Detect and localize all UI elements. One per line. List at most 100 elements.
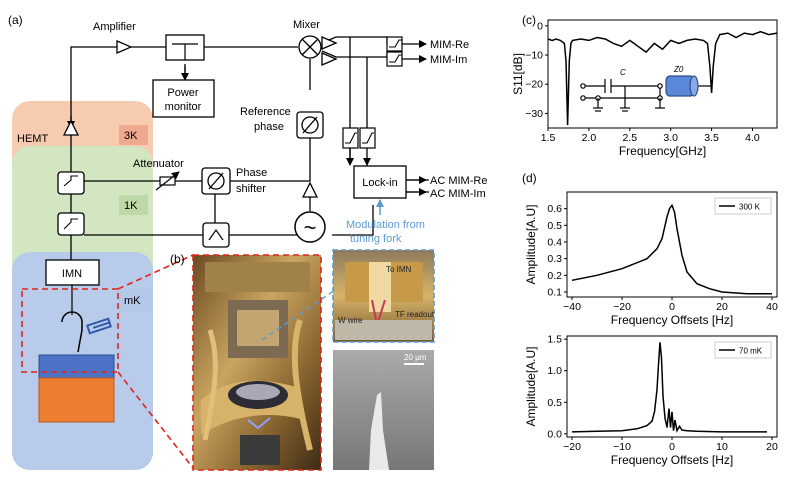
x-tick-label: 20 [766,441,778,453]
scale-bar-label: 20 μm [404,353,427,362]
power-monitor-label-2: monitor [165,101,202,113]
lockin-box [353,165,407,199]
legend-label: 70 mK [739,347,763,356]
mk-label: mK [124,295,141,307]
x-tick-label: 0 [669,301,675,313]
x-axis-label: Frequency[GHz] [619,144,706,158]
panel-b-label: (b) [170,252,185,266]
sample-layer-blue [38,354,115,379]
hemt-label: HEMT [17,133,48,145]
isolator-box [202,222,230,248]
x-tick-label: 1.5 [541,132,556,144]
coupler-3k [57,171,85,195]
imn-label: IMN [62,268,82,280]
inset-c-label: C [620,68,626,77]
series-line [571,342,767,433]
x-tick-label: −20 [613,301,631,313]
y-tick-label: 0.5 [547,220,562,232]
reference-phase-label-2: phase [254,121,284,133]
panel-d-label: (d) [522,171,537,185]
tip-wire [61,311,83,353]
hemt-amplifier-icon [62,119,80,136]
panel-a-label: (a) [8,13,23,27]
ac-mim-im-label: AC MIM-Im [430,188,486,200]
x-tick-label: −40 [563,301,581,313]
y-tick-label: 0.0 [547,428,562,440]
y-axis-label: Amplitude[A.U] [524,346,538,426]
mim-re-label: MIM-Re [430,39,469,51]
mim-im-label: MIM-Im [430,54,467,66]
w-wire-label: W wire [338,316,363,325]
legend-box [714,341,772,359]
sample-layer-orange [38,377,115,423]
mixer-output-im [386,51,427,67]
mixer-output-re [386,36,427,52]
tuning-fork-icon [86,317,112,335]
phase-shifter-label-2: shifter [236,183,266,195]
legend-box [714,197,772,215]
inset-z0-label: Z0 [673,65,684,74]
x-tick-label: 20 [716,301,728,313]
tf-readout-label: TF readout [395,310,435,319]
filter-im [359,127,376,149]
mixer-amp-bottom-icon [321,52,338,66]
y-tick-label: 0.4 [547,237,562,249]
x-tick-label: 2.0 [582,132,597,144]
power-monitor-label-1: Power [167,87,199,99]
x-axis-label: Frequency Offsets [Hz] [611,313,734,327]
y-tick-label: −30 [525,108,543,120]
x-tick-label: 40 [766,301,778,313]
y-tick-label: 0.5 [547,397,562,409]
to-imn-label: To IMN [386,265,412,274]
y-tick-label: 1.5 [547,334,562,346]
x-axis-label: Frequency Offsets [Hz] [611,453,734,467]
filter-re [342,127,359,149]
k3-box [119,125,148,145]
power-monitor-box [152,79,215,118]
photo-frame-blue [332,249,435,343]
y-tick-label: 0 [537,20,543,32]
source-amplifier-icon [301,181,319,198]
k1-box [119,195,148,215]
cryostat-photo [193,255,321,470]
photo-frame-red [192,254,322,471]
k1-label: 1K [124,200,138,212]
y-axis-label: Amplitude[A.U] [524,204,538,284]
amplifier-label: Amplifier [93,21,136,33]
mixer-amp-top-icon [321,36,338,50]
attenuator-label: Attenuator [133,158,184,170]
legend-label: 300 K [739,203,761,212]
series-line [547,30,778,126]
coupler-1k [57,212,85,236]
ac-mim-re-label: AC MIM-Re [430,175,487,187]
y-tick-label: 0.2 [547,270,562,282]
source-symbol: ~ [304,215,317,240]
x-tick-label: 2.5 [622,132,637,144]
plot-area [547,19,778,129]
x-tick-label: 4.0 [745,132,760,144]
x-tick-label: −20 [563,441,581,453]
lockin-label: Lock-in [362,177,397,189]
y-axis-label: S11[dB] [511,53,525,95]
modulation-label-2: tuning fork [350,233,402,245]
y-tick-label: −10 [525,50,543,62]
y-tick-label: −20 [525,79,543,91]
inset-circuit [580,79,712,112]
x-tick-label: 10 [716,441,728,453]
tip-photo [333,250,434,342]
panel-c-label: (c) [522,13,536,27]
mk-box [119,289,151,311]
k3-label: 3K [124,130,138,142]
amplifier-icon [116,40,133,54]
y-tick-label: 0.3 [547,253,562,265]
y-tick-label: 0.6 [547,203,562,215]
modulation-label-1: Modulation from [346,219,425,231]
y-tick-label: 0.1 [547,287,562,299]
imn-box [45,259,100,286]
series-line [571,203,772,295]
phase-shifter-label-1: Phase [236,167,267,179]
